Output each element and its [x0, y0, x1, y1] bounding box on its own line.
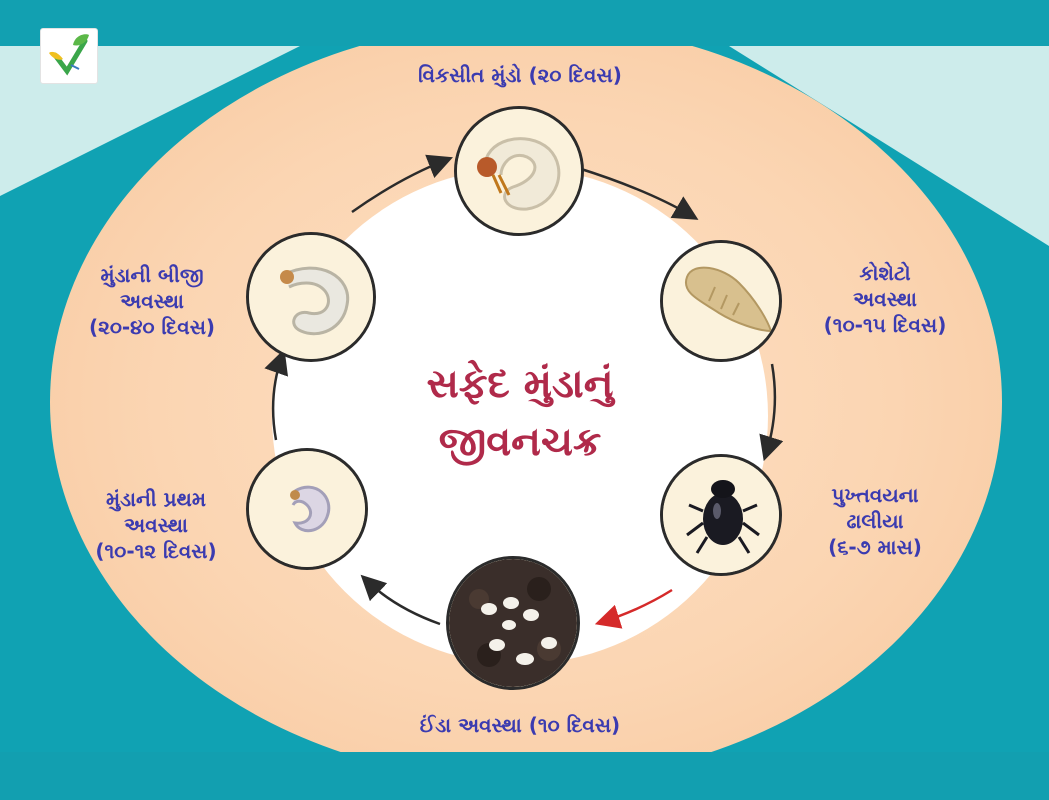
- beetle-icon: [663, 457, 779, 573]
- label-adult-line3: (૬-૭ માસ): [828, 535, 922, 559]
- arrow-pupa-to-adult: [759, 363, 784, 462]
- grub-icon: [249, 235, 373, 359]
- label-first-instar-line3: (૧૦-૧૨ દિવસ): [95, 539, 217, 563]
- stage-second-instar-image: [246, 232, 376, 362]
- label-first-instar-line1: મુંડાની પ્રથમ: [105, 487, 207, 511]
- label-second-instar: મુંડાની બીજી અવસ્થા (૨૦-૪૦ દિવસ): [62, 262, 242, 340]
- bottom-band: [0, 752, 1049, 800]
- title-line2: જીવનચક્ર: [438, 419, 602, 465]
- label-pupa-line3: (૧૦-૧૫ દિવસ): [823, 313, 947, 337]
- label-egg: ઈંડા અવસ્થા (૧૦ દિવસ): [419, 713, 621, 737]
- label-second-instar-line2: અવસ્થા: [120, 289, 184, 313]
- label-pupa: કોશેટો અવસ્થા (૧૦-૧૫ દિવસ): [795, 260, 975, 338]
- top-band: [0, 0, 1049, 46]
- stage-egg-image: [446, 556, 580, 690]
- eggs-icon: [449, 559, 577, 687]
- logo-leaf-check-icon: [40, 28, 98, 84]
- grub-icon: [457, 109, 581, 233]
- stage-first-instar-image: [246, 448, 368, 570]
- label-adult-line1: પુખ્તવયના: [831, 483, 919, 507]
- arrow-developed-to-pupa: [577, 166, 699, 220]
- label-first-instar: મુંડાની પ્રથમ અવસ્થા (૧૦-૧૨ દિવસ): [66, 486, 246, 564]
- stage-developed-grub-image: [454, 106, 584, 236]
- title-line1: સફેદ મુંડાનું: [426, 361, 614, 407]
- label-adult: પુખ્તવયના ઢાલીયા (૬-૭ માસ): [790, 482, 960, 560]
- diagram-title: સફેદ મુંડાનું જીવનચક્ર: [370, 355, 670, 471]
- label-first-instar-line2: અવસ્થા: [124, 513, 188, 537]
- label-second-instar-line1: મુંડાની બીજી: [100, 263, 204, 287]
- label-second-instar-line3: (૨૦-૪૦ દિવસ): [88, 315, 216, 339]
- arrow-first-to-second: [264, 348, 289, 441]
- grub-icon: [249, 451, 365, 567]
- label-pupa-line1: કોશેટો: [859, 261, 911, 285]
- arrow-second-to-developed: [351, 154, 453, 214]
- arrow-egg-to-first: [360, 574, 441, 626]
- label-pupa-line2: અવસ્થા: [853, 287, 917, 311]
- stage-adult-image: [660, 454, 782, 576]
- arrow-adult-to-egg: [594, 588, 673, 629]
- stage-pupa-image: [660, 240, 782, 362]
- pupa-icon: [663, 243, 779, 359]
- label-adult-line2: ઢાલીયા: [846, 509, 904, 533]
- label-developed-grub: વિકસીત મુંડો (૨૦ દિવસ): [418, 63, 622, 87]
